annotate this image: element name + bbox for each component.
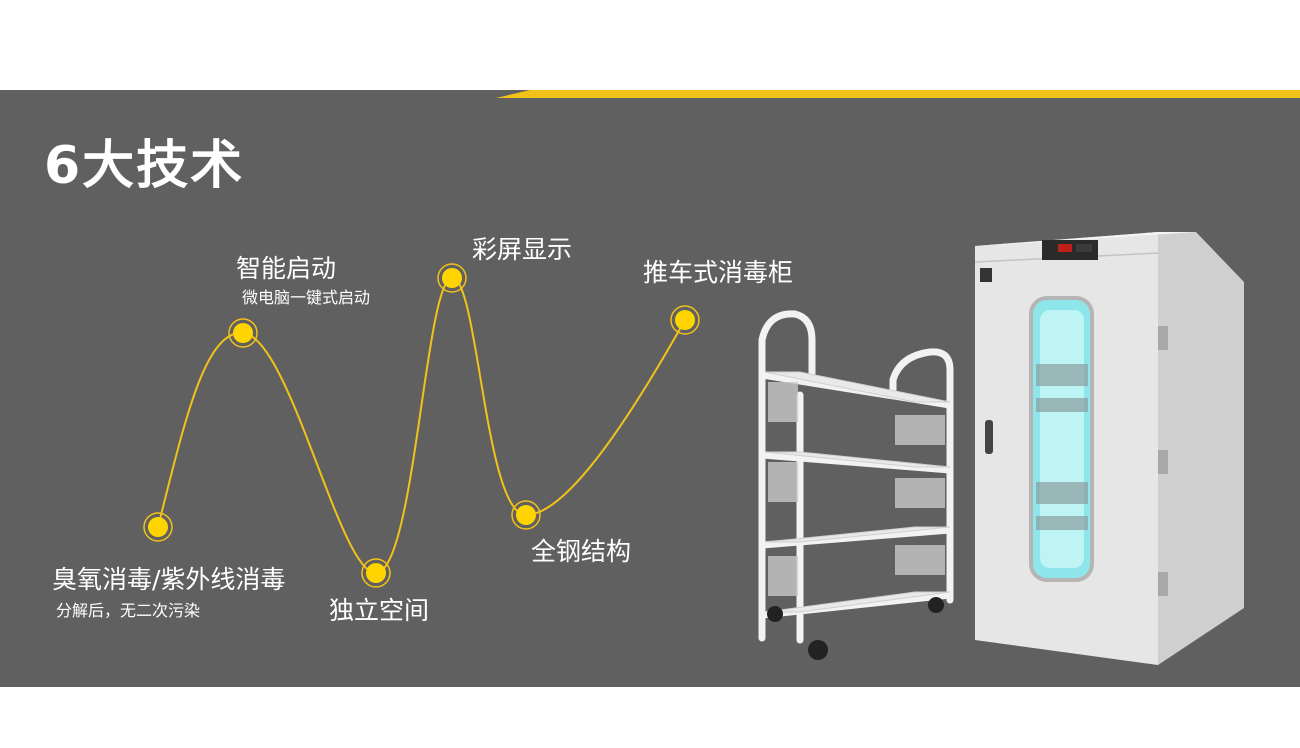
feature-label-smart-start: 智能启动 [236, 254, 337, 283]
page-title: 6大技术 [44, 136, 245, 196]
feature-dot-5 [511, 500, 541, 530]
feature-dot-2 [228, 318, 258, 348]
disinfection-cabinet [974, 232, 1244, 665]
product-illustration [758, 232, 1244, 665]
feature-label-cart-cabinet: 推车式消毒柜 [643, 258, 794, 287]
feature-dot-1 [143, 512, 173, 542]
feature-label-ozone-uv: 臭氧消毒/紫外线消毒 [52, 565, 286, 594]
feature-sub-smart-start: 微电脑一键式启动 [242, 288, 371, 307]
feature-label-color-display: 彩屏显示 [472, 235, 573, 264]
feature-dot-4 [437, 263, 467, 293]
feature-dot-6 [670, 305, 700, 335]
feature-label-full-steel: 全钢结构 [531, 537, 632, 566]
feature-sub-ozone-uv: 分解后，无二次污染 [56, 601, 201, 620]
accent-stripe [496, 90, 1300, 98]
feature-dot-3 [361, 558, 391, 588]
feature-label-independent-space: 独立空间 [329, 596, 430, 625]
